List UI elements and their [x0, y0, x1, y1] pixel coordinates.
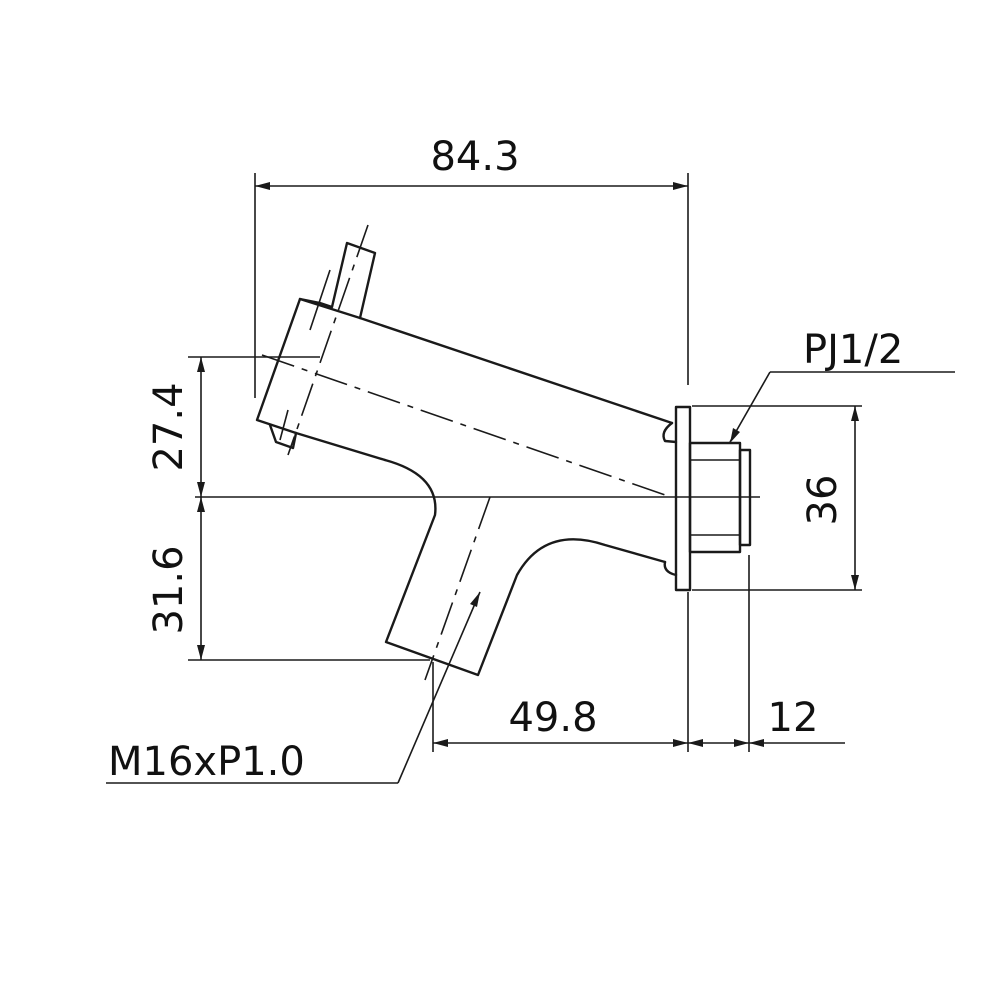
arrow-outlet [433, 739, 448, 747]
leader-arrow [470, 592, 480, 607]
arrow-thread-right [749, 739, 764, 747]
dim-value: 84.3 [430, 134, 519, 180]
arrow-flange-right [688, 739, 703, 747]
body-lower-left [294, 431, 387, 462]
arrow-bottom [197, 645, 205, 660]
spout-center-line [261, 354, 666, 496]
callout-inlet-thread: PJ1/2 [729, 327, 955, 443]
dim-left-heights: 27.4 31.6 [146, 356, 430, 661]
flange [674, 405, 752, 592]
callout-label: PJ1/2 [803, 327, 903, 373]
flange-plate [674, 405, 692, 592]
handle-center-line [287, 224, 369, 456]
center-lines [195, 224, 760, 681]
arrow-bottom [851, 575, 859, 590]
arrow-mid-up [197, 482, 205, 497]
dim-overall-length: 84.3 [254, 134, 689, 398]
leader-arrow [730, 428, 740, 443]
handle-stem [318, 241, 377, 320]
dim-thread-length: 12 [768, 695, 819, 741]
leader-diagonal [397, 591, 481, 784]
arrow-mid-down [197, 497, 205, 512]
callout-outlet-thread: M16xP1.0 [106, 591, 481, 785]
arrow-thread-left [734, 739, 749, 747]
outlet-center-line [424, 496, 491, 681]
body-neck-top [662, 421, 678, 444]
dim-value: 36 [800, 475, 846, 526]
handle-inner-edge [309, 269, 331, 331]
handle-cap [255, 297, 362, 435]
faucet-body [255, 241, 678, 677]
dim-lower-height: 31.6 [146, 545, 192, 634]
body-neck-bottom [663, 560, 678, 577]
body-top-edge [358, 316, 674, 425]
arrow-left [255, 182, 270, 190]
callout-label: M16xP1.0 [108, 739, 305, 785]
handle-stub [268, 423, 298, 450]
dim-outlet-offset: 49.8 [508, 695, 597, 741]
arrow-top [851, 406, 859, 421]
arrow-top [197, 357, 205, 372]
dim-flange-height: 36 [692, 405, 862, 591]
dim-upper-height: 27.4 [146, 382, 192, 471]
handle-stub-edge [279, 409, 289, 441]
arrow-flange-left [673, 739, 688, 747]
dim-bottom: 49.8 12 [432, 555, 845, 752]
arrow-right [673, 182, 688, 190]
outlet-face [385, 641, 431, 659]
spout-outlet-outline [383, 458, 667, 677]
handle-cap-top [298, 297, 322, 305]
